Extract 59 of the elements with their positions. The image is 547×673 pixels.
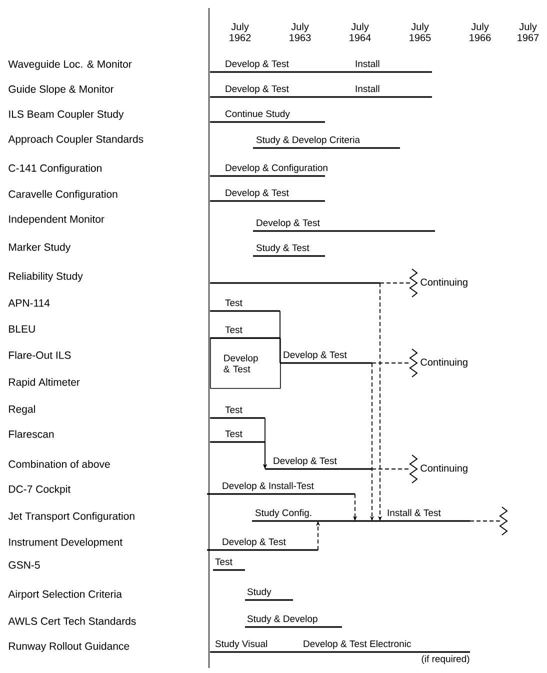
timeline-bar: Study Visual [210,640,300,653]
row-label: Waveguide Loc. & Monitor [8,60,132,70]
row-label: GSN-5 [8,561,40,569]
timeline-bar: Study & Develop Criteria [253,136,400,149]
timeline-bar: Test [210,406,265,419]
timeline-bar: Develop & Test [280,351,372,364]
timeline-bar: Study [245,588,293,601]
timeline-bar: Develop & Test Install [210,85,432,98]
timeline-bar: Test [210,430,265,443]
row-label: Guide Slope & Monitor [8,85,114,95]
year-heading: July 1964 [350,22,371,42]
timeline-bar: Study & Develop [245,615,342,628]
timeline-bar [210,282,380,284]
row-label: Regal [9,405,35,415]
connector-line [372,362,410,364]
row-label: Independent Monitor [9,215,104,225]
zigzag-mark [499,506,508,536]
timeline-bar: Test [210,326,280,339]
timeline-bar: Study & Test [253,244,325,257]
row-label: APN-114 [8,299,50,307]
connector-line [470,520,500,522]
timeline-bar: Develop & Install-Test [207,482,355,495]
timeline-bar: Develop & Test Install [210,60,432,73]
year-heading: July 1967 [518,22,539,42]
activity-box: Develop & Test [210,338,281,389]
timeline-bar: Develop & Configuration [210,164,328,177]
row-label: Reliability Study [9,272,83,282]
row-label: Instrument Development [9,538,122,548]
year-heading: July 1966 [470,22,491,42]
timeline-bar: Study Config. Install & Test [252,509,470,522]
row-label: Flare-Out ILS [9,351,71,359]
row-label: Flarescan [9,430,54,438]
row-label: Jet Transport Configuration [8,512,134,522]
year-heading: July 1963 [290,22,311,42]
connector-line [372,468,410,470]
row-label: BLEU [9,325,35,333]
timeline-bar: Develop & Test [210,189,325,202]
row-label: Marker Study [9,243,71,253]
timeline-bar: Test [210,299,280,312]
row-label: DC-7 Cockpit [9,485,71,495]
connector-line [380,282,410,284]
year-heading: July 1962 [230,22,251,42]
timeline-bar: Develop & Test [207,538,318,551]
row-label: Combination of above [8,460,110,468]
timeline-bar: Test [213,558,245,571]
row-label: Approach Coupler Standards [8,135,144,145]
row-label: Runway Rollout Guidance [9,642,130,652]
note-text: (if required) [422,655,470,664]
row-label: ILS Beam Coupler Study [9,110,124,120]
row-label: C-141 Configuration [8,164,102,174]
row-label: Caravelle Configuration [8,190,118,200]
year-heading: July 1965 [410,22,431,42]
timeline-bar: Develop & Test [253,219,435,232]
timeline-bar: Continue Study [210,110,325,123]
timeline-bar: Develop & Test [265,457,372,470]
row-label: Rapid Altimeter [9,378,80,388]
timeline-bar: Develop & Test Electronic [300,640,470,653]
row-label: AWLS Cert Tech Standards [8,617,136,625]
row-label: Airport Selection Criteria [8,590,122,600]
